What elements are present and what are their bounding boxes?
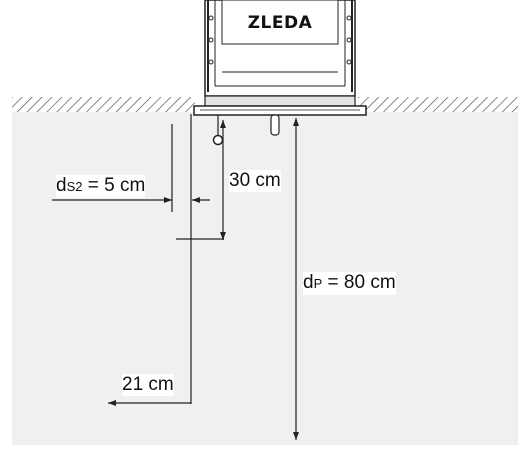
ds2-label: dS2 = 5 cm — [56, 175, 146, 198]
dp-value: = 80 cm — [322, 272, 396, 293]
width-21cm-label: 21 cm — [122, 374, 174, 396]
dp-symbol: d — [303, 272, 314, 293]
ds2-value: = 5 cm — [82, 175, 146, 196]
dp-label: dP = 80 cm — [303, 272, 396, 295]
ground-area — [12, 112, 518, 445]
brand-logo: ZLEDA — [248, 13, 313, 33]
arrowheads — [108, 118, 299, 440]
ds2-symbol: d — [56, 175, 67, 196]
depth-30cm-label: 30 cm — [229, 170, 281, 192]
ds2-subscript: S2 — [66, 179, 83, 194]
hatched-surface-left — [12, 97, 195, 112]
hatched-surface-right — [358, 97, 518, 112]
heater-unit — [193, 0, 367, 146]
dimension-lines — [52, 114, 297, 440]
dp-subscript: P — [313, 276, 323, 291]
